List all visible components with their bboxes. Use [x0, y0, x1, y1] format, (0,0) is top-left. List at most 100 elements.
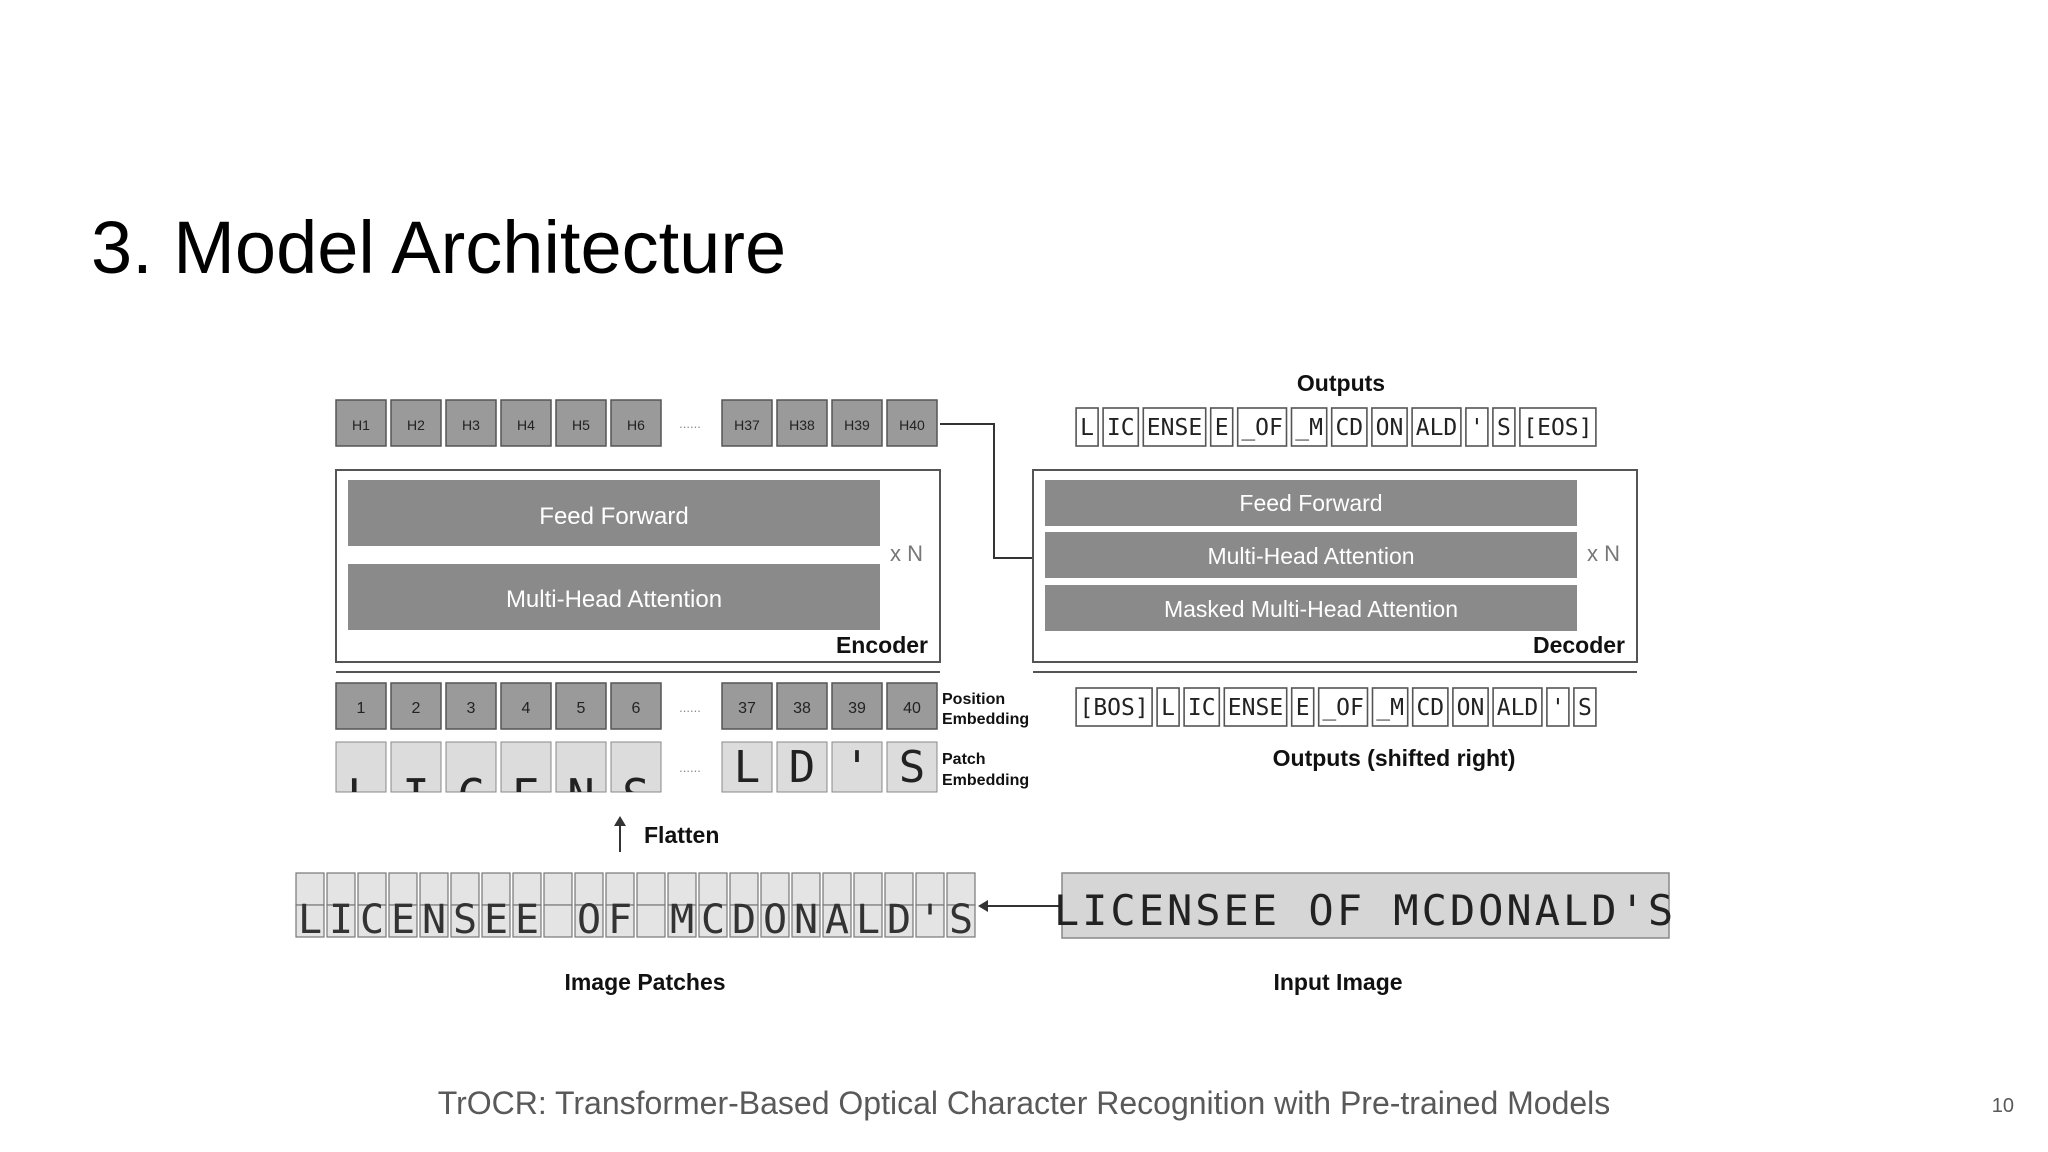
position-token-label: 6: [632, 700, 641, 717]
position-token-label: 4: [522, 700, 531, 717]
patch-embedding-tile: [500, 741, 552, 793]
image-patches-label: Image Patches: [564, 969, 725, 995]
image-patch-top: [512, 872, 542, 906]
position-token-box: [721, 682, 773, 730]
input-token-label: [BOS]: [1079, 695, 1148, 721]
input-token-box: [1573, 687, 1597, 727]
output-token-box: [1142, 407, 1207, 447]
input-token-label: L: [1161, 695, 1175, 721]
image-patch-top: [760, 872, 790, 906]
image-patch-top: [357, 872, 387, 906]
hidden-token-box: [776, 399, 828, 447]
decoder-feed-forward-label: Feed Forward: [1239, 490, 1382, 516]
input-token-box: [1452, 687, 1489, 727]
position-token-box: [886, 682, 938, 730]
patch-embedding-glyph: N: [567, 769, 595, 823]
hidden-token-label: H40: [899, 417, 925, 433]
input-token-box: [1156, 687, 1180, 727]
position-embedding-label-line1: Position: [942, 691, 1005, 708]
position-token-label: 37: [738, 700, 756, 717]
input-token-box: [1290, 687, 1315, 727]
image-patch-bottom: [419, 904, 449, 938]
position-token-box: [390, 682, 442, 730]
input-token-label: ': [1551, 695, 1565, 721]
output-token-label: ALD: [1416, 415, 1458, 441]
output-token-box: [1209, 407, 1234, 447]
patch-embedding-tile: [555, 741, 607, 793]
decoder-label: Decoder: [1533, 632, 1625, 658]
output-token-box: [1075, 407, 1099, 447]
input-to-patches-arrowhead: [978, 900, 988, 912]
hidden-token-label: H38: [789, 417, 815, 433]
image-patch-bottom: [543, 904, 573, 938]
patch-embedding-tile: [831, 741, 883, 793]
encoder-repeat-label: x N: [890, 541, 923, 566]
input-token-label: E: [1296, 695, 1310, 721]
output-token-box: [1411, 407, 1462, 447]
patch-ellipsis: ......: [679, 760, 701, 775]
image-patch-bottom: [450, 904, 480, 938]
image-patch-letter: O: [577, 897, 601, 943]
output-token-label: ON: [1376, 415, 1404, 441]
output-token-box: [1330, 407, 1368, 447]
output-token-label: _M: [1295, 415, 1323, 441]
hidden-token-label: H6: [627, 417, 645, 433]
decoder-attention-block: [1045, 532, 1577, 578]
image-patch-letter: L: [856, 897, 880, 943]
image-patch-bottom: [636, 904, 666, 938]
image-patch-letter: E: [484, 897, 508, 943]
image-patch-letter: N: [794, 897, 818, 943]
image-patch-letter: L: [298, 897, 322, 943]
position-token-ellipsis: ......: [679, 700, 701, 715]
image-patch-letter: C: [701, 897, 725, 943]
patch-embedding-tile: [886, 741, 938, 793]
patch-embedding-label-line2: Embedding: [942, 772, 1029, 789]
image-patch-bottom: [698, 904, 728, 938]
output-token-label: ': [1470, 415, 1484, 441]
image-patch-letter: E: [391, 897, 415, 943]
input-token-label: ALD: [1497, 695, 1539, 721]
output-token-label: CD: [1335, 415, 1363, 441]
position-token-label: 39: [848, 700, 866, 717]
position-token-box: [445, 682, 497, 730]
image-patch-bottom: [822, 904, 852, 938]
image-patch-bottom: [729, 904, 759, 938]
image-patch-letter: D: [887, 897, 911, 943]
decoder-feed-forward-block: [1045, 480, 1577, 526]
image-patch-bottom: [946, 904, 976, 938]
encoder-feed-forward-block: [348, 480, 880, 546]
hidden-token-box: [831, 399, 883, 447]
outputs-label: Outputs: [1297, 370, 1385, 396]
encoder-feed-forward-label: Feed Forward: [539, 503, 688, 530]
patch-embedding-tile: [610, 741, 662, 793]
slide-title: 3. Model Architecture: [91, 206, 787, 289]
image-patch-top: [729, 872, 759, 906]
image-patch-top: [605, 872, 635, 906]
decoder-masked-attention-block: [1045, 585, 1577, 631]
hidden-token-label: H2: [407, 417, 425, 433]
position-token-label: 5: [577, 700, 586, 717]
image-patch-top: [698, 872, 728, 906]
image-patch-letter: S: [453, 897, 477, 943]
output-token-box: [1371, 407, 1408, 447]
patch-embedding-tile: [335, 741, 387, 793]
position-token-box: [831, 682, 883, 730]
image-patch-bottom: [512, 904, 542, 938]
patch-embedding-glyph: ': [844, 742, 871, 793]
image-patch-bottom: [853, 904, 883, 938]
patch-embedding-label-line1: Patch: [942, 751, 986, 768]
slide-caption: TrOCR: Transformer-Based Optical Charact…: [437, 1085, 1611, 1121]
position-embedding-label-line2: Embedding: [942, 711, 1029, 728]
image-patch-top: [822, 872, 852, 906]
input-token-box: [1411, 687, 1449, 727]
flatten-label: Flatten: [644, 822, 719, 848]
image-patch-top: [450, 872, 480, 906]
input-token-box: [1183, 687, 1221, 727]
position-token-label: 3: [467, 700, 476, 717]
image-patch-top: [543, 872, 573, 906]
hidden-token-label: H1: [352, 417, 370, 433]
output-token-box: [1102, 407, 1140, 447]
input-token-box: [1223, 687, 1288, 727]
decoder-attention-label: Multi-Head Attention: [1207, 543, 1414, 569]
